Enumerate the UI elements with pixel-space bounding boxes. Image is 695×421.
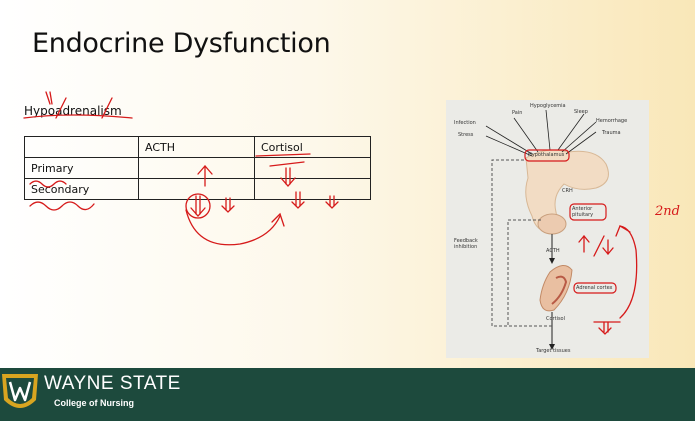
table-header-cell: Cortisol <box>254 136 371 158</box>
label-sleep: Sleep <box>574 109 588 115</box>
hypoadrenalism-table: ACTH Cortisol Primary Secondary <box>24 136 371 200</box>
table-cell <box>254 157 371 179</box>
footer-subtitle: College of Nursing <box>54 398 135 408</box>
row-label-secondary: Secondary <box>24 178 139 200</box>
label-acth: ACTH <box>546 248 560 254</box>
label-stress: Stress <box>458 132 474 138</box>
label-trauma: Trauma <box>602 130 621 136</box>
table-row: Primary <box>24 157 371 179</box>
table-cell <box>254 178 371 200</box>
wayne-state-w-logo-icon <box>2 374 38 408</box>
handwritten-note: 2nd <box>655 204 680 219</box>
row-label-primary: Primary <box>24 157 139 179</box>
label-crh: CRH <box>562 188 573 194</box>
label-infection: Infection <box>454 120 476 126</box>
label-anterior-pituitary: Anterior pituitary <box>572 206 594 218</box>
hpa-axis-illustration <box>485 109 617 350</box>
label-pain: Pain <box>512 110 523 116</box>
slide-subtitle: Hypoadrenalism <box>24 104 122 118</box>
hpa-axis-diagram: Pain Hypoglycemia Sleep Infection Hemorr… <box>446 100 649 358</box>
label-adrenal-cortex: Adrenal cortex <box>576 285 613 291</box>
slide-title: Endocrine Dysfunction <box>32 28 331 59</box>
table-cell <box>138 157 255 179</box>
label-cortisol: Cortisol <box>546 316 566 322</box>
label-hypoglycemia: Hypoglycemia <box>530 103 566 109</box>
table-header-cell <box>24 136 139 158</box>
footer-brand: WAYNE STATE <box>44 373 181 394</box>
label-target-tissues: Target tissues <box>536 348 571 354</box>
table-row: Secondary <box>24 178 371 200</box>
footer-bar <box>0 368 695 421</box>
table-header-cell: ACTH <box>138 136 255 158</box>
label-hypothalamus: Hypothalamus <box>528 152 565 158</box>
table-header-row: ACTH Cortisol <box>24 136 371 158</box>
table-cell <box>138 178 255 200</box>
label-feedback-inhibition: Feedback inhibition <box>454 238 478 250</box>
label-hemorrhage: Hemorrhage <box>596 118 628 124</box>
